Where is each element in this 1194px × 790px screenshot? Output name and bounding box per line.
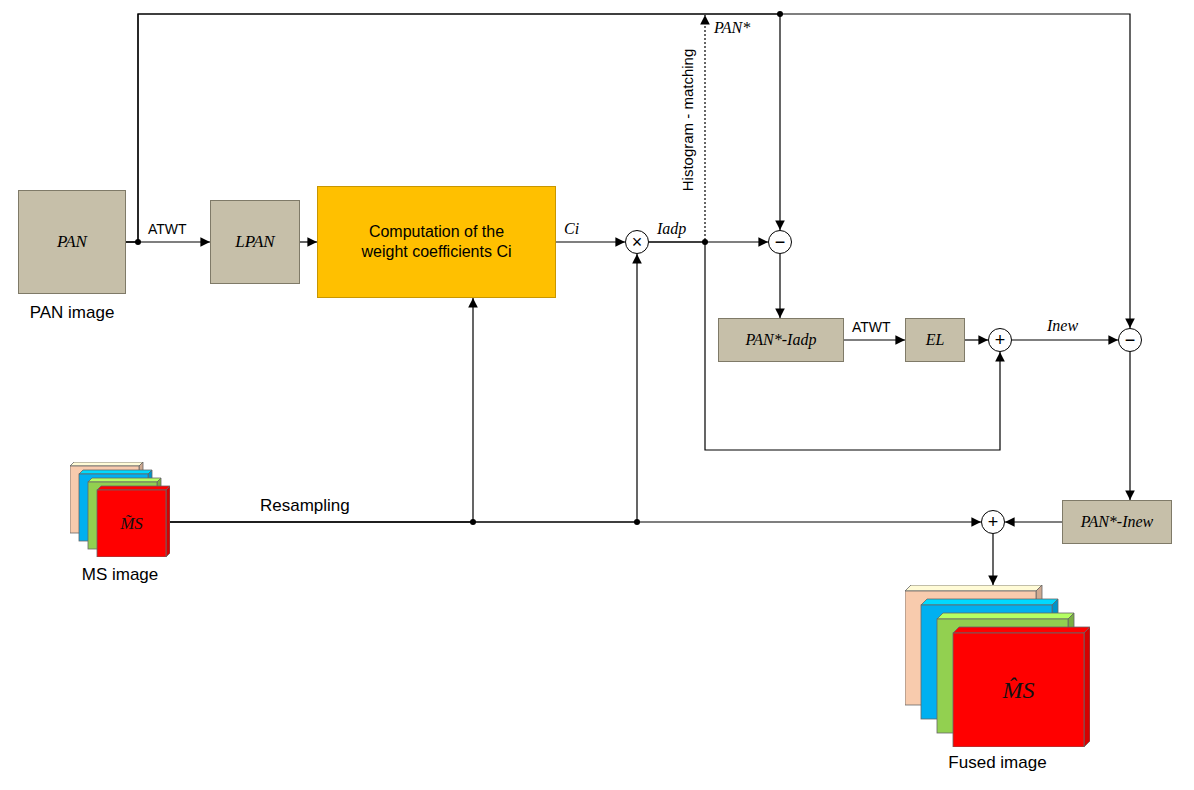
node-label: PAN: [57, 231, 87, 252]
operator-circle: +: [981, 510, 1005, 534]
process-box: LPAN: [210, 200, 300, 284]
node-label: +: [995, 331, 1006, 349]
connector-arrow: [844, 339, 905, 340]
node-label: Computation of the weight coefficients C…: [358, 222, 515, 262]
process-box: PANPAN image: [18, 190, 126, 294]
process-box: EL: [905, 318, 965, 362]
node-label: +: [988, 513, 999, 531]
connector-arrow: [170, 521, 981, 522]
connector-arrow: [556, 241, 625, 242]
process-box: PAN*-Inew: [1062, 500, 1172, 544]
node-caption: MS image: [82, 565, 159, 585]
edge-label: Inew: [1045, 317, 1080, 335]
image-stack-shape: [70, 462, 170, 557]
connector-arrow: [1012, 339, 1118, 340]
edge-label: ATWT: [146, 221, 189, 237]
operator-circle: +: [988, 328, 1012, 352]
node-label: −: [775, 233, 786, 251]
connector-arrow: [170, 298, 473, 522]
node-caption: Fused image: [948, 753, 1046, 773]
operator-circle: −: [1118, 328, 1142, 352]
connector-arrow: [1129, 352, 1130, 500]
connector-arrow: [649, 242, 1000, 450]
connector-arrow: [126, 14, 1130, 328]
process-box: Computation of the weight coefficients C…: [317, 186, 556, 298]
edge-label: Iadp: [655, 220, 688, 238]
image-layer: [97, 486, 170, 557]
connector-arrow: [1005, 521, 1062, 522]
image-stack: M̂SFused image: [905, 585, 1090, 747]
annotation: PAN*: [712, 19, 752, 37]
node-label: M̃S: [120, 513, 143, 533]
dotted-arrow: [704, 15, 705, 240]
operator-circle: −: [768, 230, 792, 254]
node-caption: PAN image: [30, 303, 115, 323]
edge-label: ATWT: [850, 319, 893, 335]
image-stack-shape: [905, 585, 1090, 747]
annotation: Resampling: [258, 496, 352, 516]
connector-arrow: [300, 241, 317, 242]
connector-arrow: [965, 339, 988, 340]
image-stack: M̃SMS image: [70, 462, 170, 557]
edge-label: Ci: [562, 220, 581, 238]
node-label: M̂S: [1003, 676, 1035, 705]
node-label: −: [1125, 331, 1136, 349]
node-label: PAN*-Iadp: [746, 330, 817, 350]
node-label: ×: [632, 233, 643, 251]
connector-arrow: [779, 254, 780, 318]
node-label: PAN*-Inew: [1081, 512, 1154, 532]
annotation: Histogram - matching: [679, 47, 696, 194]
node-label: LPAN: [235, 231, 274, 252]
node-label: EL: [926, 330, 945, 350]
operator-circle: ×: [625, 230, 649, 254]
process-box: PAN*-Iadp: [718, 318, 844, 362]
image-layer: [953, 627, 1090, 747]
connector-arrow: [992, 534, 993, 585]
